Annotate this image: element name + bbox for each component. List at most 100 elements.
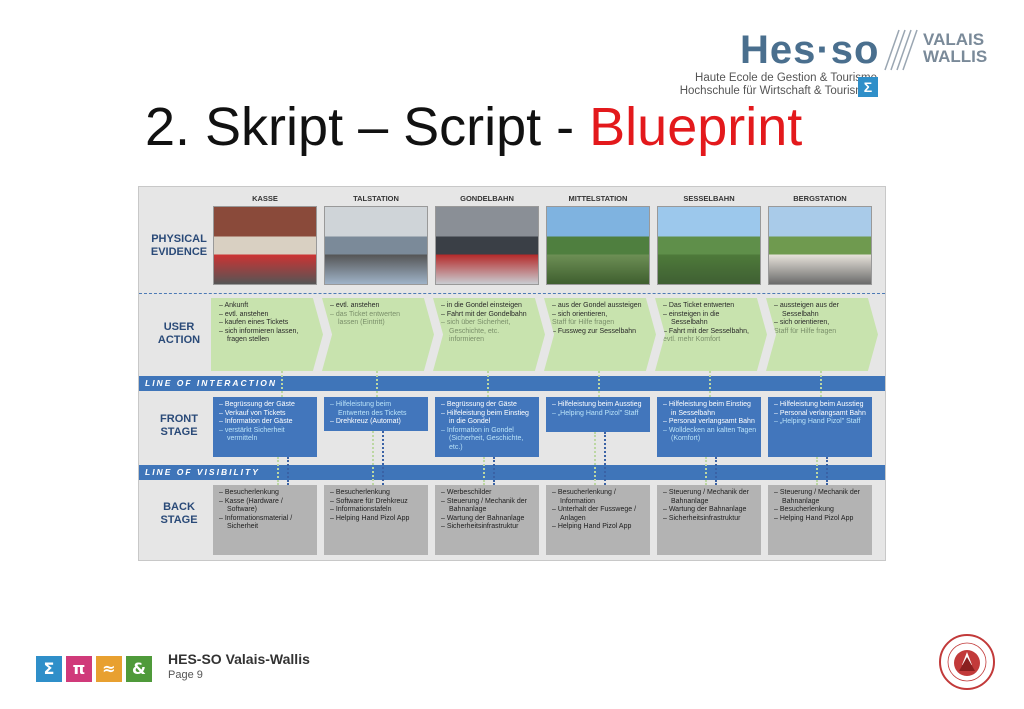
approx-icon: ≈ [96,656,122,682]
slide-title: 2. Skript – Script - Blueprint [145,96,802,158]
back-stage-line: – Steuerung / Mechanik der Bahnanlage [663,489,749,505]
stage-photo [435,206,539,285]
front-stage-line: – Verkauf von Tickets [219,409,286,417]
back-stage-line: – Helping Hand Pizol App [552,523,632,531]
user-action-optional-line: – das Ticket entwerten lassen (Eintritt) [330,310,401,327]
user-action-box: – aussteigen aus der Sesselbahn– sich or… [766,298,878,371]
back-stage-line: – Sicherheitsinfrastruktur [441,523,519,531]
back-stage-box: – Besucherlenkung– Kasse (Hardware / Sof… [213,485,317,555]
back-stage-line: – Besucherlenkung [774,506,834,514]
front-stage-box: – Hilfeleistung beim Ausstieg– „Helping … [546,397,650,432]
user-action-line: – einsteigen in die Sesselbahn [663,310,720,327]
visibility-connector [483,457,485,485]
front-stage-line: – Information der Gäste [219,418,293,426]
logo-subtitle: Haute Ecole de Gestion & Tourisme Hochsc… [655,72,877,98]
stage-photo [213,206,317,285]
logo-subtitle-line1: Haute Ecole de Gestion & Tourisme [695,72,877,84]
interaction-connector [820,371,822,397]
visibility-connector [277,457,279,485]
ampersand-icon: & [126,656,152,682]
user-action-line: – Ankunft [219,302,249,309]
logo-hes-text: Hes·so [740,28,880,72]
stage-header: TALSTATION [353,194,399,203]
user-action-line: – sich orientieren, [552,310,608,318]
user-action-line: – aus der Gondel aussteigen [552,302,642,309]
back-stage-line: – Informationsmaterial / Sicherheit [219,514,293,531]
sigma-icon: Σ [858,77,878,97]
stage-header: MITTELSTATION [568,194,628,203]
back-stage-line: – Software für Drehkreuz [330,497,408,505]
visibility-connector [705,457,707,485]
stage-header: BERGSTATION [793,194,847,203]
front-stage-box: – Hilfeleistung beim Entwerten des Ticke… [324,397,428,431]
user-action-optional-line: evtl. mehr Komfort [663,336,721,344]
front-stage-line: – Begrüssung der Gäste [219,401,295,408]
user-action-box: – Ankunft– evtl. anstehen– kaufen eines … [211,298,323,371]
user-action-line: – Fussweg zur Sesselbahn [552,327,637,335]
front-stage-line: – Hilfeleistung beim Ausstieg [774,401,864,408]
logo-subtitle-line2: Hochschule für Wirtschaft & Tourismus [679,85,877,97]
line-of-physical-separation [139,293,885,294]
user-action-optional-line: – sich über Sicherheit, Geschichte, etc.… [441,319,511,344]
back-stage-line: – Sicherheitsinfrastruktur [663,514,741,522]
support-connector [715,457,717,485]
user-action-optional-line: Staff für Hilfe fragen [774,327,837,335]
back-stage-box: – Steuerung / Mechanik der Bahnanlage– B… [768,485,872,555]
back-stage-box: – Werbeschilder– Steuerung / Mechanik de… [435,485,539,555]
back-stage-box: – Besucherlenkung– Software für Drehkreu… [324,485,428,555]
user-action-line: – sich informieren lassen, fragen stelle… [219,327,299,344]
support-connector [493,457,495,485]
user-action-line: – Fahrt mit der Sesselbahn, [663,327,749,335]
user-action-box: – Das Ticket entwerten– einsteigen in di… [655,298,767,371]
support-connector [604,432,606,485]
user-action-line: – evtl. anstehen [330,302,380,309]
visibility-connector [372,431,374,485]
user-action-line: – kaufen eines Tickets [219,319,289,327]
user-action-box: – in die Gondel einsteigen– Fahrt mit de… [433,298,545,371]
back-stage-line: – Besucherlenkung [219,489,279,496]
interaction-connector [281,371,283,397]
hesso-logo: Hes·so VALAIS WALLIS Haute Ecole de Gest… [630,22,1000,102]
footer-page-number: Page 9 [168,669,203,681]
front-stage-line: – Hilfeleistung beim Einstieg in Sesselb… [663,401,751,417]
back-stage-line: – Werbeschilder [441,489,492,496]
support-connector [826,457,828,485]
visibility-connector [816,457,818,485]
logo-valais: VALAIS [923,30,985,49]
logo-slash-graphic [884,29,918,71]
front-stage-optional-line: – „Helping Hand Pizol" Staff [552,409,639,417]
stage-header: SESSELBAHN [683,194,735,203]
stage-photo [324,206,428,285]
title-accent: Blueprint [589,97,803,157]
back-stage-line: – Informationstafeln [330,506,392,514]
front-stage-box: – Begrüssung der Gäste– Verkauf von Tick… [213,397,317,457]
row-label-physical: PHYSICAL EVIDENCE [150,233,208,258]
logo-valais-wallis: VALAIS WALLIS [923,31,987,65]
row-label-user: USER ACTION [157,321,201,346]
stage-photo [768,206,872,285]
user-action-line: – aussteigen aus der Sesselbahn [774,302,839,318]
back-stage-line: – Steuerung / Mechanik der Bahnanlage [441,497,527,514]
footer-organization: HES-SO Valais-Wallis [168,651,310,667]
user-action-line: – in die Gondel einsteigen [441,302,522,309]
title-main: 2. Skript – Script - [145,97,590,157]
user-action-line: – Fahrt mit der Gondelbahn [441,310,527,318]
front-stage-line: – Drehkreuz (Automat) [330,418,401,426]
valais-excellence-seal-icon [939,634,995,690]
user-action-line: – Das Ticket entwerten [663,302,735,309]
front-stage-optional-line: – Wolldecken an kalten Tagen (Komfort) [663,426,757,443]
back-stage-line: – Wartung der Bahnanlage [441,514,525,522]
back-stage-line: – Unterhalt der Fusswege / Anlagen [552,506,637,522]
back-stage-line: – Besucherlenkung / Information [552,489,616,505]
logo-wallis: WALLIS [923,47,988,66]
front-stage-line: – Personal verlangsamt Bahn [663,418,755,426]
front-stage-box: – Hilfeleistung beim Einstieg in Sesselb… [657,397,761,457]
line-of-visibility: LINE OF VISIBILITY [139,465,885,480]
front-stage-line: – Begrüssung der Gäste [441,401,517,408]
interaction-connector [487,371,489,397]
stage-photo [546,206,650,285]
front-stage-box: – Begrüssung der Gäste– Hilfeleistung be… [435,397,539,457]
front-stage-optional-line: – Hilfeleistung beim Entwerten des Ticke… [330,401,407,417]
interaction-connector [709,371,711,397]
